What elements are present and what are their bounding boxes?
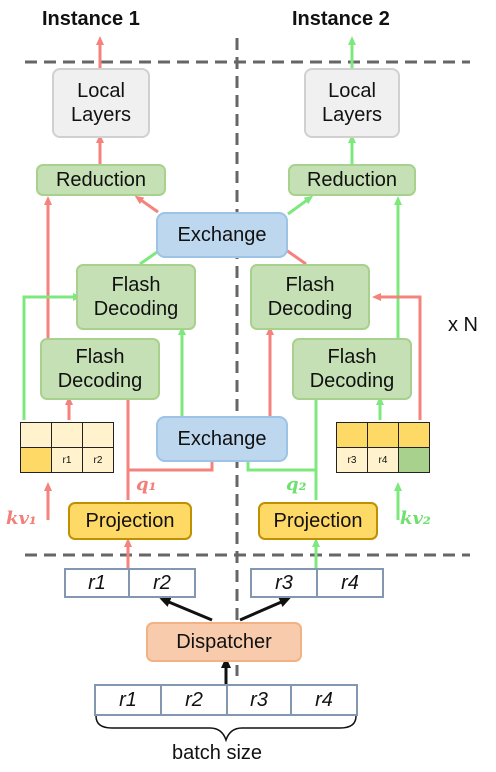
batch-size-label: batch size (172, 742, 263, 764)
instance-2-flash-decoding-top: Flash Decoding (250, 264, 370, 330)
full-batch-cell: r2 (160, 684, 228, 716)
repeat-label: x N (448, 314, 478, 336)
instance-1-kv-cell-r2: r2 (82, 447, 114, 473)
instance-1-batch-cell: r1 (64, 568, 130, 598)
instance-1-kv-cell (51, 422, 83, 448)
full-batch-cell: r3 (226, 684, 292, 716)
instance-1-kv-cell (82, 422, 114, 448)
exchange-top: Exchange (156, 212, 288, 258)
full-batch-cell: r1 (94, 684, 162, 716)
instance-2-projection: Projection (258, 502, 378, 540)
instance-1-kv-cell (20, 447, 52, 473)
arrow-i1-green-exchange (170, 326, 186, 430)
instance-2-kv-cell (336, 422, 368, 448)
instance-2-kv-cell (367, 422, 399, 448)
instance-2-kv-cell-r4: r4 (367, 447, 399, 473)
instance-2-q-label: q₂ (286, 474, 307, 495)
instance-1-batch-cell: r2 (128, 568, 196, 598)
instance-1-kv-label: kv₁ (6, 508, 37, 529)
arrow-i1-exchange-reduction (134, 195, 159, 214)
instance-1-projection: Projection (68, 502, 192, 540)
instance-1-kv-cell (20, 422, 52, 448)
arrow-dispatcher-to-i1 (159, 597, 213, 622)
instance-2-kv-cell-r3: r3 (336, 447, 368, 473)
instance-2-reduction: Reduction (288, 164, 416, 196)
instance-2-kv-cell (398, 422, 430, 448)
instance-2-kv-cell (398, 447, 430, 473)
instance-2-flash-decoding-bottom: Flash Decoding (292, 338, 412, 400)
arrow-i2-red-exchange (266, 326, 288, 430)
instance-2-batch-cell: r3 (250, 568, 318, 598)
instance-1-kv-cell-r1: r1 (51, 447, 83, 473)
arrow-i1-green-kv (22, 293, 82, 420)
arrow-dispatcher-to-i2 (239, 597, 291, 622)
instance-2-local-layers: Local Layers (304, 68, 400, 138)
instance-1-title: Instance 1 (42, 8, 140, 30)
instance-1-q-label: q₁ (136, 474, 157, 495)
arrow-i2-exchange-reduction (287, 195, 314, 216)
exchange-bottom: Exchange (156, 416, 288, 462)
instance-2-batch-cell: r4 (316, 568, 384, 598)
arrow-i2-red-kv (372, 293, 422, 420)
instance-2-kv-label: kv₂ (400, 508, 431, 529)
dispatcher: Dispatcher (146, 622, 302, 662)
arrow-i2-red-flash-to-exchange (285, 248, 307, 266)
instance-1-flash-decoding-bottom: Flash Decoding (40, 338, 160, 400)
instance-1-flash-decoding-top: Flash Decoding (76, 264, 196, 330)
instance-1-local-layers: Local Layers (52, 68, 150, 138)
full-batch-cell: r4 (290, 684, 358, 716)
batch-size-brace (95, 715, 357, 743)
instance-1-reduction: Reduction (36, 164, 166, 196)
instance-2-title: Instance 2 (292, 8, 390, 30)
